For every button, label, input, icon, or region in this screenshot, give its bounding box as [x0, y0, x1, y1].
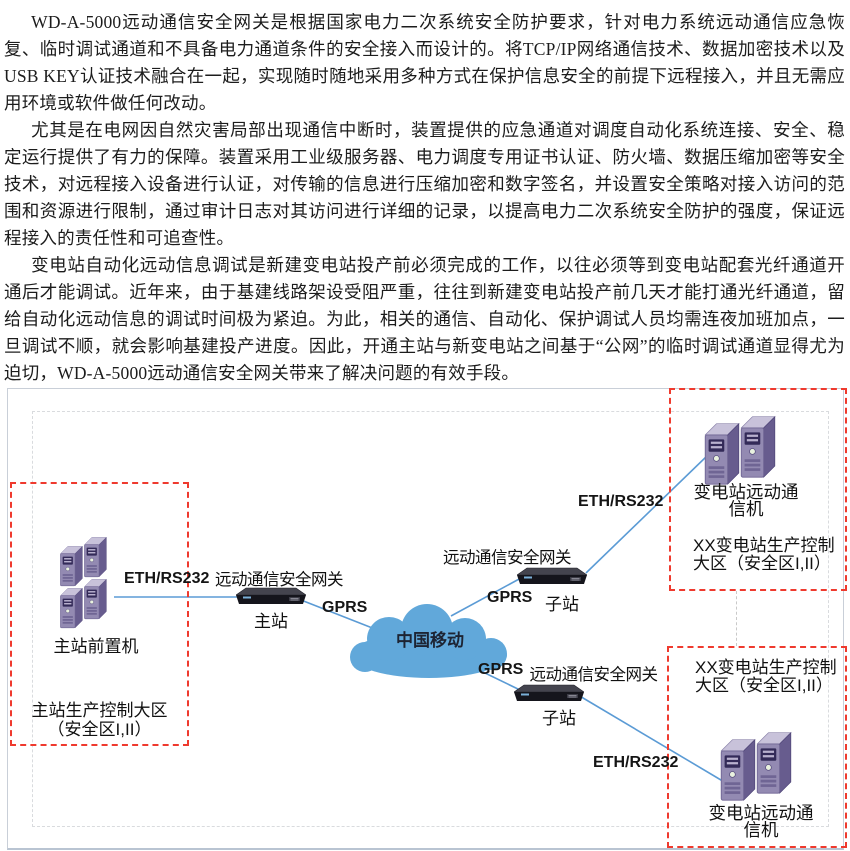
zone-divider-line: [736, 591, 737, 646]
diagram-inner-frame: [32, 411, 829, 827]
zone-master-label-line2: （安全区I,II）: [47, 720, 152, 739]
paragraph-emergency: 尤其是在电网因自然灾害局部出现通信中断时，装置提供的应急通道对调度自动化系统连接…: [4, 120, 845, 248]
master-gateway-device-icon: [236, 587, 306, 605]
link-eth-bottom-line: [577, 694, 727, 784]
zone-substation-bottom-label-line1: XX变电站生产控制: [695, 658, 837, 677]
link-eth-top-label: ETH/RS232: [578, 493, 664, 510]
zone-substation-bottom-label-line2: 大区（安全区I,II）: [695, 676, 833, 695]
paragraph-substation: 变电站自动化远动信息调试是新建变电站投产前必须完成的工作，以往必须等到变电站配套…: [4, 255, 845, 383]
master-gateway-label: 主站: [254, 612, 288, 631]
master-gateway-title: 远动通信安全网关: [215, 571, 344, 589]
link-gprs-master-label: GPRS: [322, 599, 368, 616]
front-end-label: 主站前置机: [53, 637, 139, 656]
sub-gateway-bottom-device-icon: [514, 684, 584, 702]
zone-substation-top-label-line2: 大区（安全区I,II）: [693, 554, 831, 573]
zone-substation-top-label-line1: XX变电站生产控制: [693, 536, 835, 555]
china-mobile-cloud: 中国移动: [349, 599, 511, 681]
zone-substation-top-control-area: XX变电站生产控制 大区（安全区I,II）: [669, 388, 847, 591]
link-eth-left-label: ETH/RS232: [124, 570, 210, 587]
link-gprs-bottom-label: GPRS: [478, 661, 524, 678]
substation-server-bottom-label: 变电站远动通 信机: [708, 803, 814, 840]
sub-gateway-top-title: 远动通信安全网关: [443, 549, 572, 567]
link-gprs-master-line: [300, 599, 381, 632]
substation-server-bottom-icon: [720, 732, 792, 801]
zone-substation-bottom-control-area: XX变电站生产控制 大区（安全区I,II）: [667, 646, 847, 848]
connection-lines: [114, 454, 727, 784]
document-text: WD-A-5000远动通信安全网关是根据国家电力二次系统安全防护要求，针对电力系…: [0, 0, 850, 387]
link-gprs-top-label: GPRS: [487, 589, 533, 606]
cloud-label: 中国移动: [396, 631, 464, 650]
link-gprs-top-line: [450, 577, 522, 617]
master-front-end-server-icon: [60, 537, 107, 629]
zone-master-control-area: 主站生产控制大区 （安全区I,II）: [10, 482, 189, 746]
sub-gateway-top-label: 子站: [545, 595, 579, 614]
network-topology-diagram: 主站生产控制大区 （安全区I,II） XX变电站生产控制 大区（安全区I,II）…: [7, 388, 847, 850]
link-eth-bottom-label: ETH/RS232: [593, 754, 679, 771]
paragraph-intro: WD-A-5000远动通信安全网关是根据国家电力二次系统安全防护要求，针对电力系…: [4, 12, 845, 113]
substation-server-top-icon: [704, 416, 776, 485]
link-eth-top-line: [585, 454, 709, 574]
sub-gateway-top-device-icon: [517, 567, 587, 585]
zone-master-label-line1: 主站生产控制大区: [31, 701, 168, 720]
sub-gateway-bottom-label: 子站: [542, 709, 576, 728]
substation-server-top-label: 变电站远动通 信机: [693, 482, 799, 519]
sub-gateway-bottom-title: 远动通信安全网关: [529, 666, 659, 684]
cloud-icon: [350, 604, 507, 678]
